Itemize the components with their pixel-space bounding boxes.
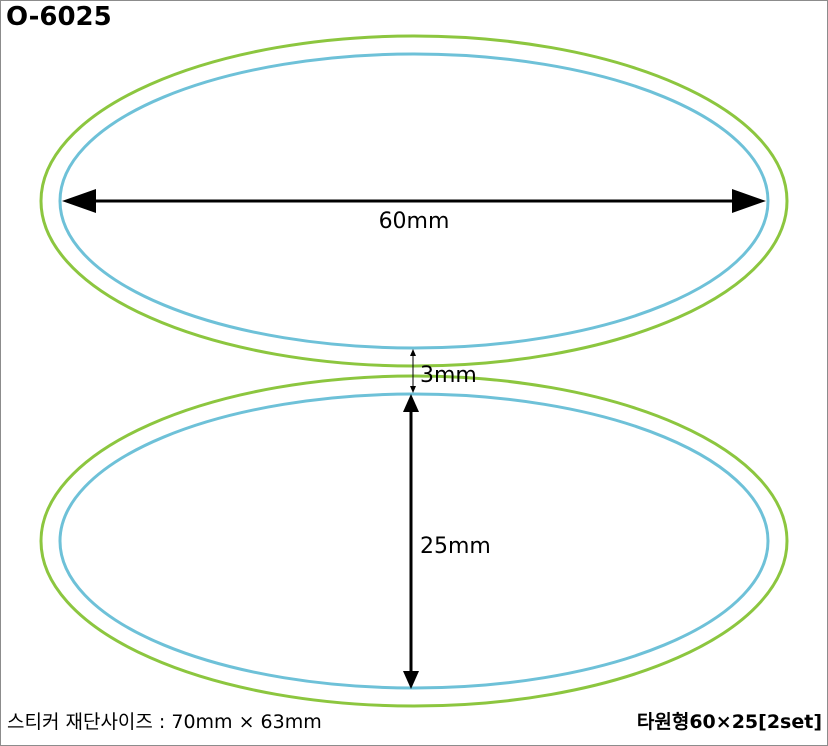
product-code-title: O-6025: [6, 2, 112, 32]
height-arrowhead-top: [403, 394, 419, 412]
top-sticker-cut-line: [39, 34, 789, 368]
width-arrowhead-right: [732, 189, 766, 213]
height-dimension-label: 25mm: [420, 534, 491, 559]
bottom-sticker-print-line: [58, 392, 770, 690]
top-sticker-print-line: [58, 52, 770, 350]
cut-size-caption: 스티커 재단사이즈 : 70mm × 63mm: [7, 711, 322, 733]
gap-dimension-label: 3mm: [420, 363, 477, 388]
width-arrowhead-left: [62, 189, 96, 213]
bottom-sticker-cut-line: [39, 374, 789, 708]
gap-arrowhead-bottom: [410, 386, 416, 393]
gap-arrowhead-top: [410, 349, 416, 356]
product-name-caption: 타원형60×25[2set]: [636, 711, 822, 733]
height-arrowhead-bottom: [403, 671, 419, 689]
width-dimension-label: 60mm: [379, 209, 450, 234]
